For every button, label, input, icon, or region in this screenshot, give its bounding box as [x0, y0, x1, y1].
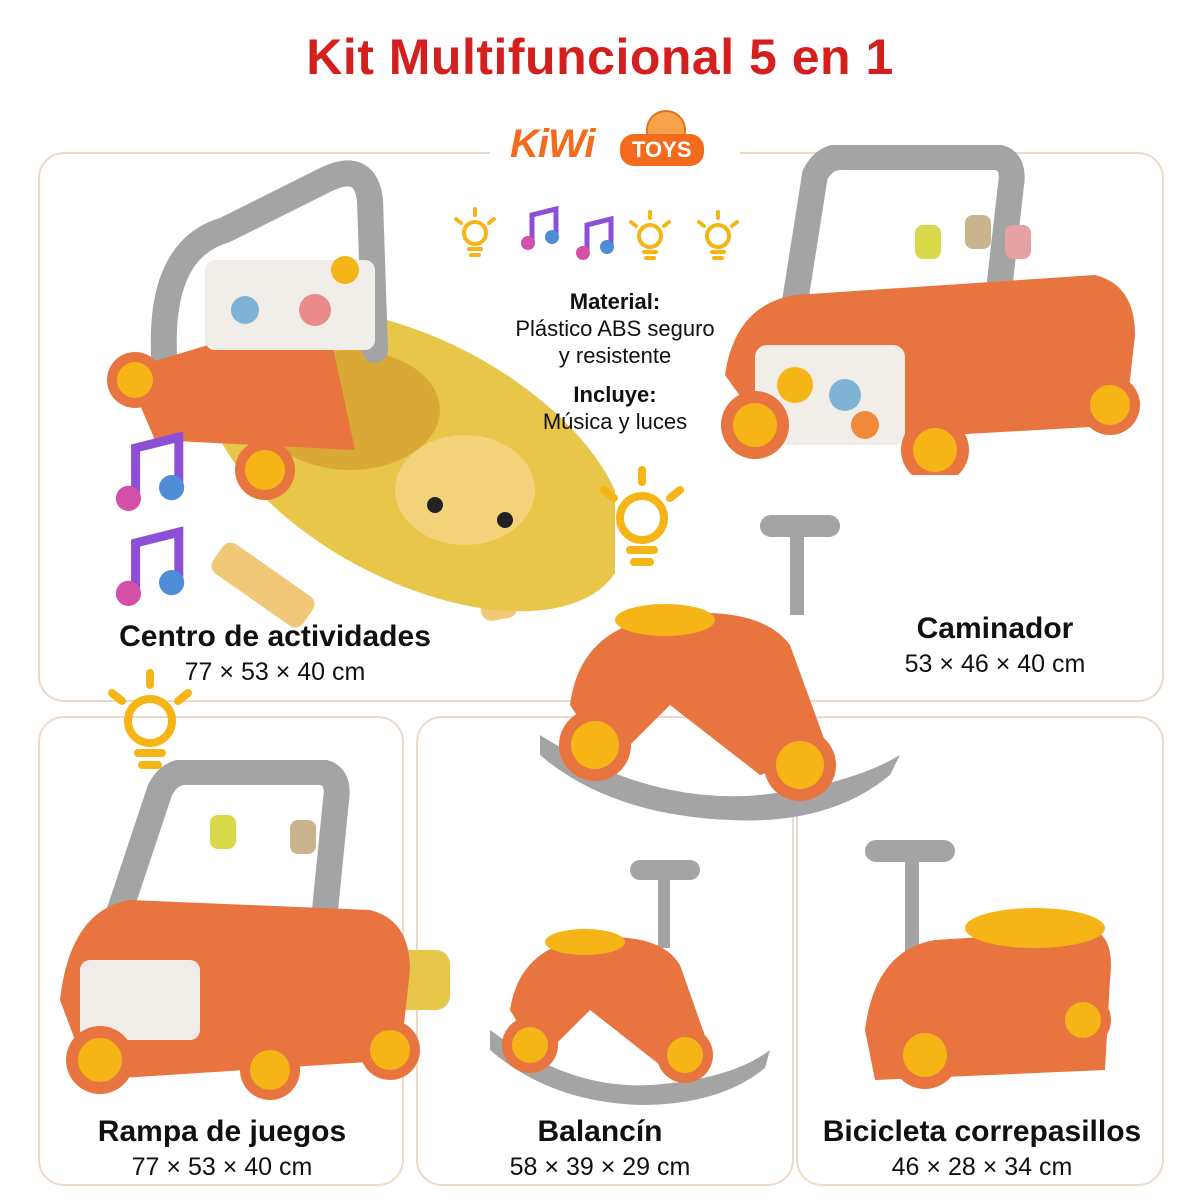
page-title: Kit Multifuncional 5 en 1	[306, 29, 894, 85]
music-note-icon	[115, 431, 185, 511]
product-label-rocker: Balancín 58 × 39 × 29 cm	[430, 1115, 770, 1182]
product-size: 53 × 46 × 40 cm	[904, 650, 1086, 678]
product-label-play-ramp: Rampa de juegos 77 × 53 × 40 cm	[50, 1115, 394, 1182]
rocking-horse-illustration	[490, 860, 770, 1105]
material-line: Plástico ABS seguro	[515, 316, 715, 341]
product-name: Balancín	[537, 1115, 663, 1148]
product-name: Rampa de juegos	[97, 1115, 347, 1148]
lightbulb-icon	[600, 466, 684, 566]
material-heading: Material:	[569, 289, 661, 314]
product-name: Caminador	[916, 612, 1074, 645]
lightbulb-icon	[697, 210, 739, 260]
logo-word: KiWi	[510, 122, 596, 166]
play-ramp-illustration	[60, 760, 450, 1100]
product-label-walker: Caminador 53 × 46 × 40 cm	[860, 612, 1130, 679]
logo-badge: TOYS	[620, 134, 704, 166]
product-name: Centro de actividades	[119, 620, 431, 653]
brand-logo: KiWi TOYS	[490, 110, 740, 184]
walker-illustration	[721, 145, 1140, 475]
product-size: 77 × 53 × 40 cm	[184, 658, 366, 686]
product-size: 46 × 28 × 34 cm	[891, 1153, 1073, 1181]
activity-wheels	[107, 352, 295, 500]
includes-text: Música y luces	[542, 409, 688, 434]
product-label-activity-center: Centro de actividades 77 × 53 × 40 cm	[80, 620, 470, 687]
activity-center-illustration	[107, 160, 615, 628]
product-label-balance-bike: Bicicleta correpasillos 46 × 28 × 34 cm	[800, 1115, 1164, 1182]
lightbulb-icon	[629, 210, 671, 260]
product-name: Bicicleta correpasillos	[822, 1115, 1142, 1148]
music-note-icon	[115, 526, 185, 606]
rocker-illustration	[540, 515, 900, 821]
lightbulb-icon	[454, 207, 496, 257]
product-size: 58 × 39 × 29 cm	[509, 1153, 691, 1181]
includes-heading: Incluye:	[573, 382, 657, 407]
music-note-icon	[521, 205, 559, 250]
balance-bike-illustration	[865, 840, 1111, 1089]
music-note-icon	[576, 215, 614, 260]
product-size: 77 × 53 × 40 cm	[131, 1153, 313, 1181]
material-line: y resistente	[558, 343, 672, 368]
info-block: Material: Plástico ABS seguro y resisten…	[500, 288, 730, 435]
activity-frame	[125, 160, 388, 450]
lightbulb-icon	[108, 669, 192, 769]
